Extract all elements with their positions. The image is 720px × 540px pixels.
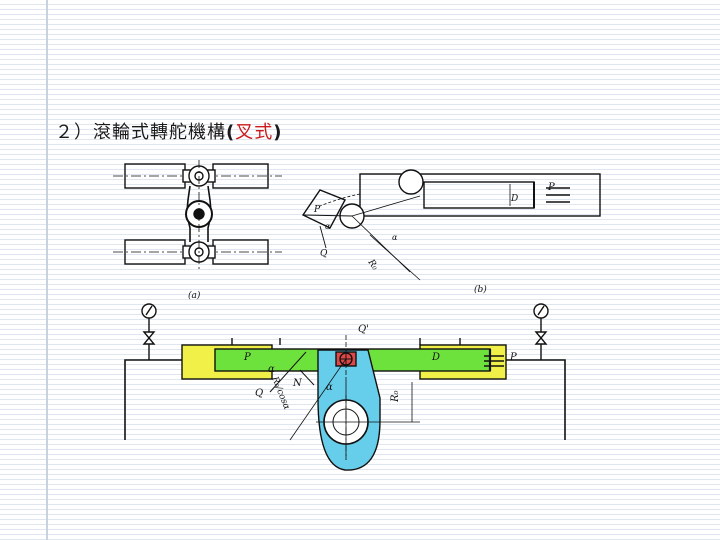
diagram-b: P D P Q α α R₀ (b): [301, 169, 601, 295]
label-c-q: Q: [255, 388, 263, 399]
valve-right: [534, 331, 548, 345]
caption-b: (b): [474, 284, 487, 295]
label-b-p-left: P: [313, 205, 321, 215]
label-b-q: Q: [320, 249, 328, 259]
label-c-p-left: P: [243, 352, 251, 363]
label-b-alpha-1: α: [325, 222, 331, 231]
label-c-q-prime: Q': [358, 324, 369, 335]
pipe-right: [506, 359, 566, 440]
pipe-left: [124, 359, 182, 440]
label-b-p-right: P: [547, 182, 555, 193]
left-accent-bar: [46, 0, 48, 540]
valve-left: [142, 331, 156, 345]
title-accent-text: 叉式: [235, 122, 274, 143]
diagram-c: Q' P D P α α Q N R₀/cosα R₀: [124, 303, 566, 471]
title-text: ２）滾輪式轉舵機構: [55, 122, 226, 143]
label-c-p-right: P: [509, 352, 517, 363]
label-c-alpha-2: α: [326, 382, 333, 393]
caption-a: (a): [188, 290, 201, 301]
cylinder-b: [359, 173, 601, 217]
label-b-alpha-2: α: [392, 233, 398, 242]
force-parallelogram: [301, 189, 346, 229]
label-c-d: D: [431, 352, 440, 363]
label-c-r0: R₀: [390, 390, 401, 403]
label-c-n: N: [292, 378, 303, 389]
label-b-r0: R₀: [365, 257, 380, 272]
roller-b: [398, 169, 424, 195]
label-b-d: D: [510, 194, 518, 204]
diagram-a: (a): [113, 160, 282, 301]
title-paren-close: ): [273, 122, 283, 143]
label-c-r0-cos: R₀/cosα: [269, 374, 292, 411]
slide-title: ２）滾輪式轉舵機構(叉式): [55, 118, 282, 144]
title-paren-open: (: [226, 122, 236, 143]
label-c-alpha-1: α: [268, 364, 275, 375]
